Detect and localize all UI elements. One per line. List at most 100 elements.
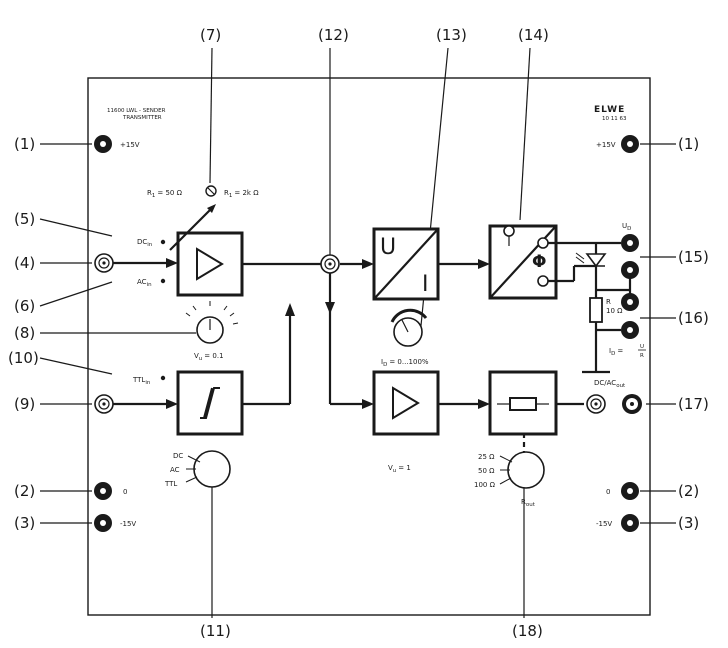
model-number: 10 11 63 — [602, 116, 627, 122]
output-amplifier-block — [372, 370, 440, 436]
label-r-10: R — [606, 298, 611, 306]
callout-2-right: (2) — [678, 482, 699, 500]
label-rout: Rout — [521, 498, 536, 508]
arrow-icon — [478, 259, 490, 269]
callout-11: (11) — [200, 622, 231, 640]
led-output-wiring — [548, 241, 632, 374]
callout-14: (14) — [518, 26, 549, 44]
resistor-icon — [509, 397, 537, 411]
panel-subtitle: TRANSMITTER — [122, 115, 162, 121]
callout-8: (8) — [14, 324, 35, 342]
mode-selector-switch[interactable] — [185, 450, 231, 488]
jack-minus15-left[interactable] — [94, 514, 112, 532]
panel-title: 11600 LWL - SENDER — [107, 108, 166, 114]
label-r-50: R1= 50 Ω — [147, 189, 183, 199]
input-resistance-switch[interactable] — [205, 185, 217, 197]
callout-3-left: (3) — [14, 514, 35, 532]
label-sw-ttl: TTL — [164, 480, 177, 488]
gain-knob-scale — [185, 301, 239, 325]
arrow-icon — [207, 204, 216, 213]
label-minus15-right: -15V — [596, 520, 612, 528]
amplifier-icon — [196, 247, 224, 281]
callout-12: (12) — [318, 26, 349, 44]
callout-15: (15) — [678, 248, 709, 266]
callout-13: (13) — [436, 26, 467, 44]
arrow-icon — [166, 258, 178, 268]
arrow-icon — [478, 399, 490, 409]
optocoupler-sockets[interactable] — [503, 225, 549, 287]
callout-7: (7) — [200, 26, 221, 44]
jack-ud-plus[interactable] — [621, 234, 639, 252]
callout-9: (9) — [14, 395, 35, 413]
arrow-icon — [325, 302, 335, 314]
front-panel — [87, 77, 651, 616]
arrow-icon — [362, 259, 374, 269]
label-plus15-right: +15V — [596, 141, 616, 149]
signal-wires — [242, 262, 584, 456]
label-frac-num: U — [640, 344, 644, 350]
jack-plus15-right[interactable] — [621, 135, 639, 153]
current-knob[interactable] — [390, 308, 428, 347]
output-socket-2[interactable] — [622, 394, 642, 414]
output-socket-1[interactable] — [586, 394, 606, 414]
label-minus15-left: -15V — [120, 520, 136, 528]
led-ac-in — [160, 278, 166, 284]
label-i-letter: I — [422, 272, 429, 297]
led-ttl-in — [160, 375, 166, 381]
bnc-analog-input[interactable] — [94, 253, 114, 273]
label-sw-ac: AC — [170, 466, 180, 474]
callout-5: (5) — [14, 210, 35, 228]
monitor-socket[interactable] — [320, 254, 340, 274]
label-vu-01: Vu= 0.1 — [194, 352, 224, 362]
label-rout-25: 25 Ω — [478, 453, 495, 461]
label-dcac-out: DC/ACout — [594, 379, 626, 389]
callout-labels: (1) (5) (4) (6) (8) (10) (9) (2) (3) (7)… — [8, 26, 709, 640]
label-ud: UD — [622, 222, 631, 232]
arrow-icon — [285, 303, 295, 316]
jack-minus15-right[interactable] — [621, 514, 639, 532]
label-id-range: ID= 0...100% — [381, 358, 429, 368]
arrow-icon — [166, 399, 178, 409]
label-ac-in: ACin — [137, 278, 152, 288]
label-rout-50: 50 Ω — [478, 467, 495, 475]
label-r-2k: R1= 2k Ω — [224, 189, 259, 199]
label-phi: Φ — [532, 252, 546, 272]
callout-16: (16) — [678, 309, 709, 327]
callout-3-right: (3) — [678, 514, 699, 532]
callout-17: (17) — [678, 395, 709, 413]
jack-zero-right[interactable] — [621, 482, 639, 500]
label-ttl-in: TTLin — [132, 376, 151, 386]
label-dc-in: DCin — [137, 238, 153, 248]
label-sw-dc: DC — [173, 452, 183, 460]
output-resistance-switch[interactable] — [499, 451, 545, 489]
label-vu-1: Vu= 1 — [388, 464, 411, 474]
amplifier-icon — [392, 386, 420, 420]
jack-r-top[interactable] — [621, 293, 639, 311]
jack-ud-minus[interactable] — [621, 261, 639, 279]
callout-4: (4) — [14, 254, 35, 272]
variable-gain-arrow — [169, 207, 213, 251]
callout-1-right: (1) — [678, 135, 699, 153]
label-plus15-left: +15V — [120, 141, 140, 149]
callout-2-left: (2) — [14, 482, 35, 500]
callout-18: (18) — [512, 622, 543, 640]
gain-knob[interactable] — [196, 316, 224, 344]
jack-plus15-left[interactable] — [94, 135, 112, 153]
arrow-icon — [362, 399, 374, 409]
label-frac-den: R — [640, 353, 644, 359]
led-dc-in — [160, 239, 166, 245]
led-diode-icon — [575, 252, 607, 268]
bnc-ttl-input[interactable] — [94, 394, 114, 414]
label-r-10-value: 10 Ω — [606, 307, 623, 315]
jack-zero-left[interactable] — [94, 482, 112, 500]
label-zero-right: 0 — [606, 488, 610, 496]
label-id-equation: ID= — [609, 347, 623, 357]
jack-r-bottom[interactable] — [621, 321, 639, 339]
callout-10: (10) — [8, 349, 39, 367]
label-rout-100: 100 Ω — [474, 481, 496, 489]
input-amplifier-block — [176, 231, 244, 297]
callout-1-left: (1) — [14, 135, 35, 153]
callout-6: (6) — [14, 297, 35, 315]
